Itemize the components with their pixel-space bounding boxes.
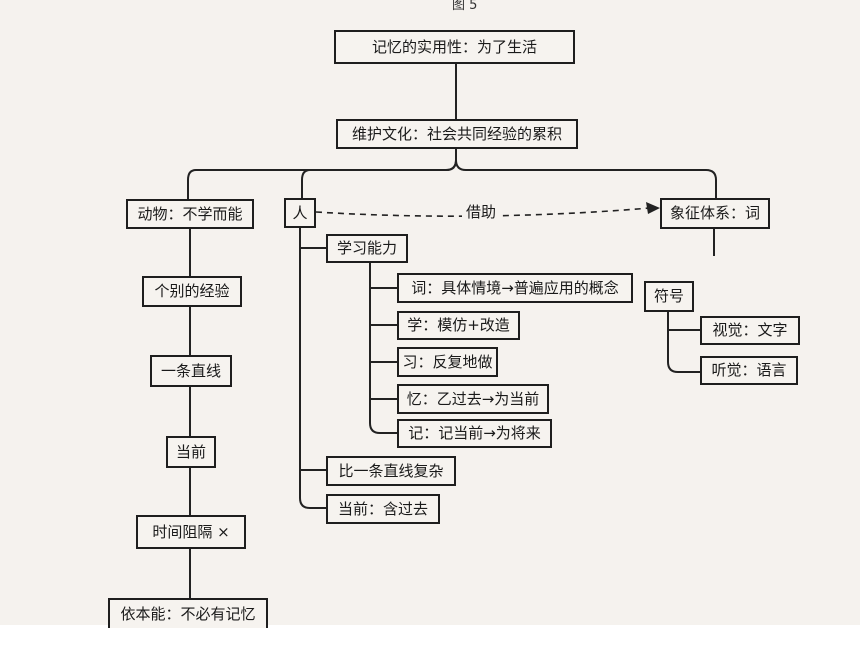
- page-margin: [0, 625, 860, 645]
- node-human: 人: [284, 198, 316, 228]
- node-symbol: 符号: [644, 281, 694, 312]
- node-animal-3: 当前: [166, 436, 216, 468]
- edge-human-trunk: [299, 226, 330, 509]
- figure-label: 图 5: [452, 0, 478, 13]
- node-human-present: 当前：含过去: [326, 494, 440, 524]
- node-learning: 学习能力: [326, 234, 408, 263]
- edge-learning-trunk: [369, 262, 398, 434]
- edge-label-borrow: 借助: [462, 205, 501, 220]
- node-human-complex: 比一条直线复杂: [326, 456, 456, 486]
- arrowhead-icon: [646, 202, 660, 214]
- node-learn-yi: 忆：乙过去→为当前: [397, 384, 549, 414]
- node-visual: 视觉：文字: [700, 316, 800, 345]
- edge-culture-symbol: [455, 148, 717, 200]
- node-animal: 动物：不学而能: [126, 199, 254, 229]
- node-culture: 维护文化：社会共同经验的累积: [336, 119, 578, 149]
- node-learn-xue: 学：模仿+改造: [397, 311, 520, 340]
- node-animal-4: 时间阻隔 ×: [136, 515, 246, 549]
- node-symbol-system: 象征体系：词: [660, 198, 770, 229]
- node-animal-2: 一条直线: [150, 355, 232, 387]
- node-animal-5: 依本能：不必有记忆: [108, 598, 268, 628]
- edge-culture-human: [301, 148, 457, 200]
- node-root: 记忆的实用性：为了生活: [334, 30, 575, 64]
- node-learn-ci: 词：具体情境→普遍应用的概念: [397, 273, 633, 303]
- node-learn-ji: 记：记当前→为将来: [397, 419, 552, 448]
- node-learn-xi: 习：反复地做: [397, 347, 498, 377]
- edge-symbol-trunk: [667, 312, 700, 373]
- edge-culture-split: [187, 148, 457, 200]
- node-auditory: 听觉：语言: [700, 356, 798, 385]
- node-animal-1: 个别的经验: [142, 276, 242, 307]
